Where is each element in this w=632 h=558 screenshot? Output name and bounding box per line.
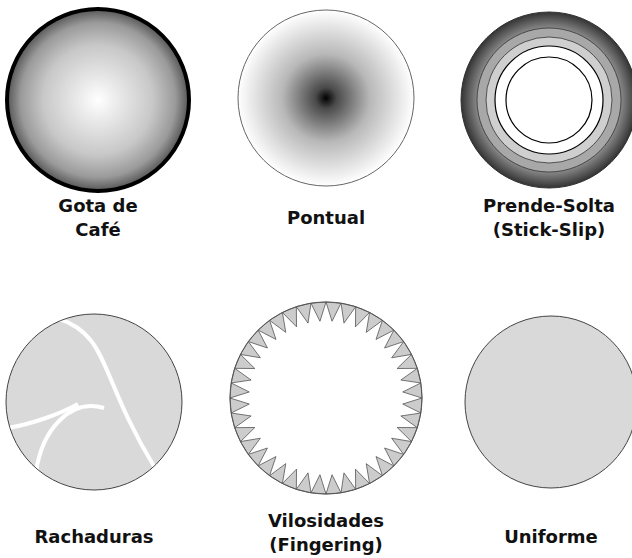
pattern-node: Gota de Café: [3, 5, 193, 242]
fingering-disk: [230, 302, 422, 494]
disk-outline: [3, 5, 193, 195]
disk-border: [6, 314, 182, 490]
finger-tooth: [311, 302, 326, 321]
pattern-node: Pontual: [234, 6, 418, 230]
pattern-node: Prende-Solta (Stick-Slip): [457, 8, 632, 242]
disk-border: [461, 12, 632, 188]
pattern-node: Vilosidades (Fingering): [226, 298, 426, 557]
pattern-node: Uniforme: [461, 312, 632, 549]
pattern-label: Gota de Café: [48, 194, 148, 243]
finger-tooth: [326, 475, 341, 494]
pattern-label: Uniforme: [476, 525, 626, 549]
disk-outline: [457, 8, 632, 192]
pattern-label: Prende-Solta (Stick-Slip): [474, 194, 624, 243]
disk-border: [7, 9, 189, 191]
finger-tooth: [403, 383, 422, 398]
point-disk: [238, 10, 414, 186]
finger-tooth: [326, 302, 341, 321]
disk-outline: [234, 6, 418, 190]
cracked-disk: [6, 314, 182, 490]
finger-tooth: [311, 475, 326, 494]
disk-outline: [2, 310, 186, 494]
finger-tooth: [403, 398, 422, 413]
disk-outline: [226, 298, 426, 498]
stick-slip-rings: [461, 12, 632, 188]
disk-border: [238, 10, 414, 186]
pattern-label: Vilosidades (Fingering): [256, 509, 396, 558]
pattern-label: Pontual: [251, 206, 401, 230]
coffee-ring-disk: [7, 9, 189, 191]
disk-outline: [461, 312, 632, 492]
disk-border: [465, 316, 632, 488]
uniform-disk: [465, 316, 632, 488]
disk-border: [230, 302, 422, 494]
finger-tooth: [230, 383, 249, 398]
pattern-label: Rachaduras: [19, 525, 169, 549]
finger-tooth: [230, 398, 249, 413]
pattern-node: Rachaduras: [2, 310, 186, 549]
